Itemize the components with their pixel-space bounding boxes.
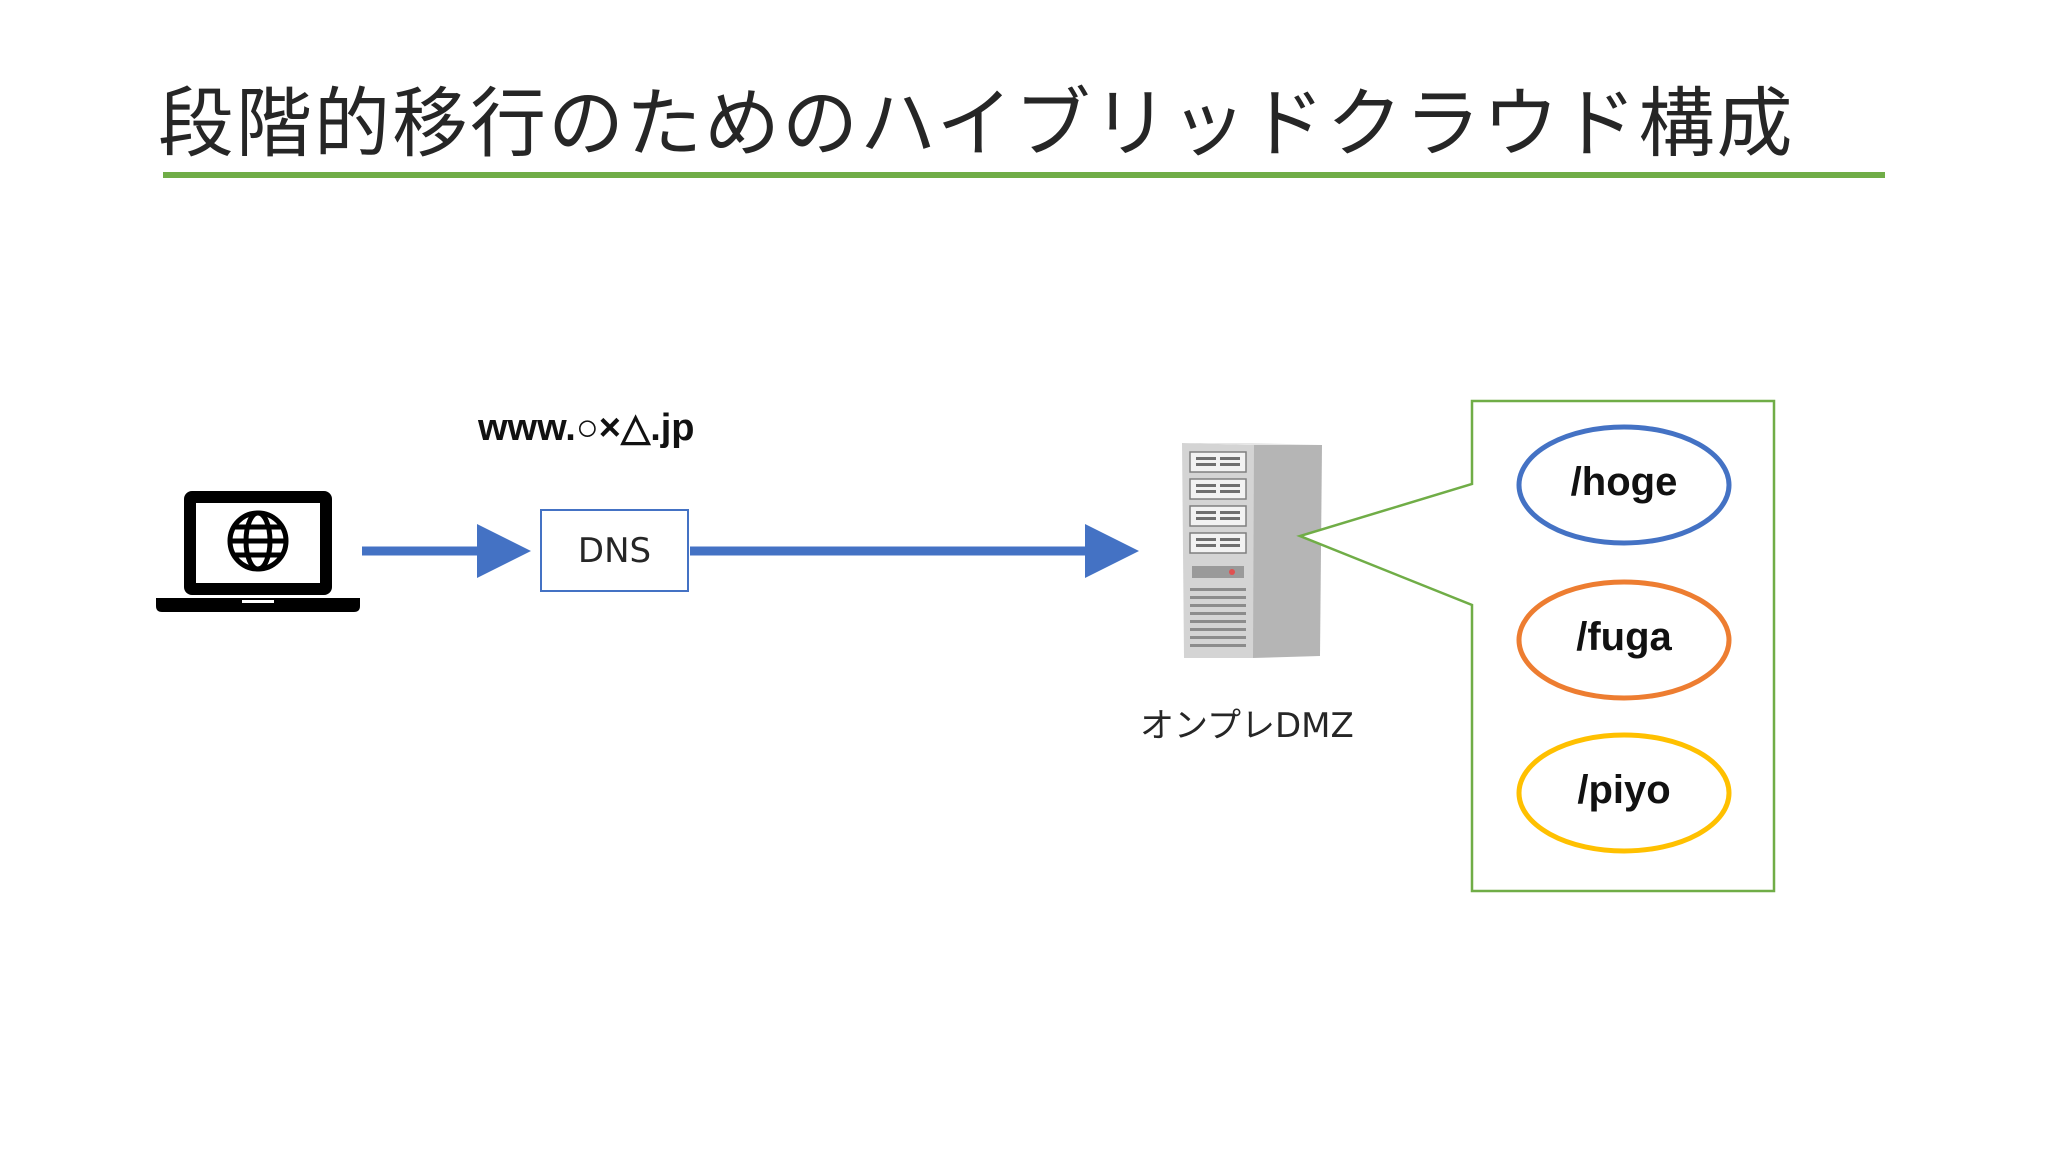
path-label-fuga: /fuga — [1576, 615, 1672, 659]
laptop-globe-icon — [156, 491, 360, 612]
dns-box: DNS — [540, 509, 689, 592]
title-underline — [163, 172, 1885, 178]
path-ellipse-hoge — [1516, 424, 1732, 546]
dns-label: DNS — [577, 530, 652, 571]
globe-icon — [227, 510, 289, 572]
path-ellipse-piyo — [1516, 732, 1732, 854]
path-label-hoge: /hoge — [1570, 460, 1678, 504]
server-tower-icon — [1182, 443, 1322, 658]
server-label: オンプレDMZ — [1140, 706, 1354, 746]
path-label-piyo: /piyo — [1577, 768, 1671, 812]
path-ellipse-fuga — [1516, 579, 1732, 701]
domain-label: www.○×△.jp — [478, 407, 695, 449]
slide-title: 段階的移行のためのハイブリッドクラウド構成 — [158, 79, 1795, 168]
